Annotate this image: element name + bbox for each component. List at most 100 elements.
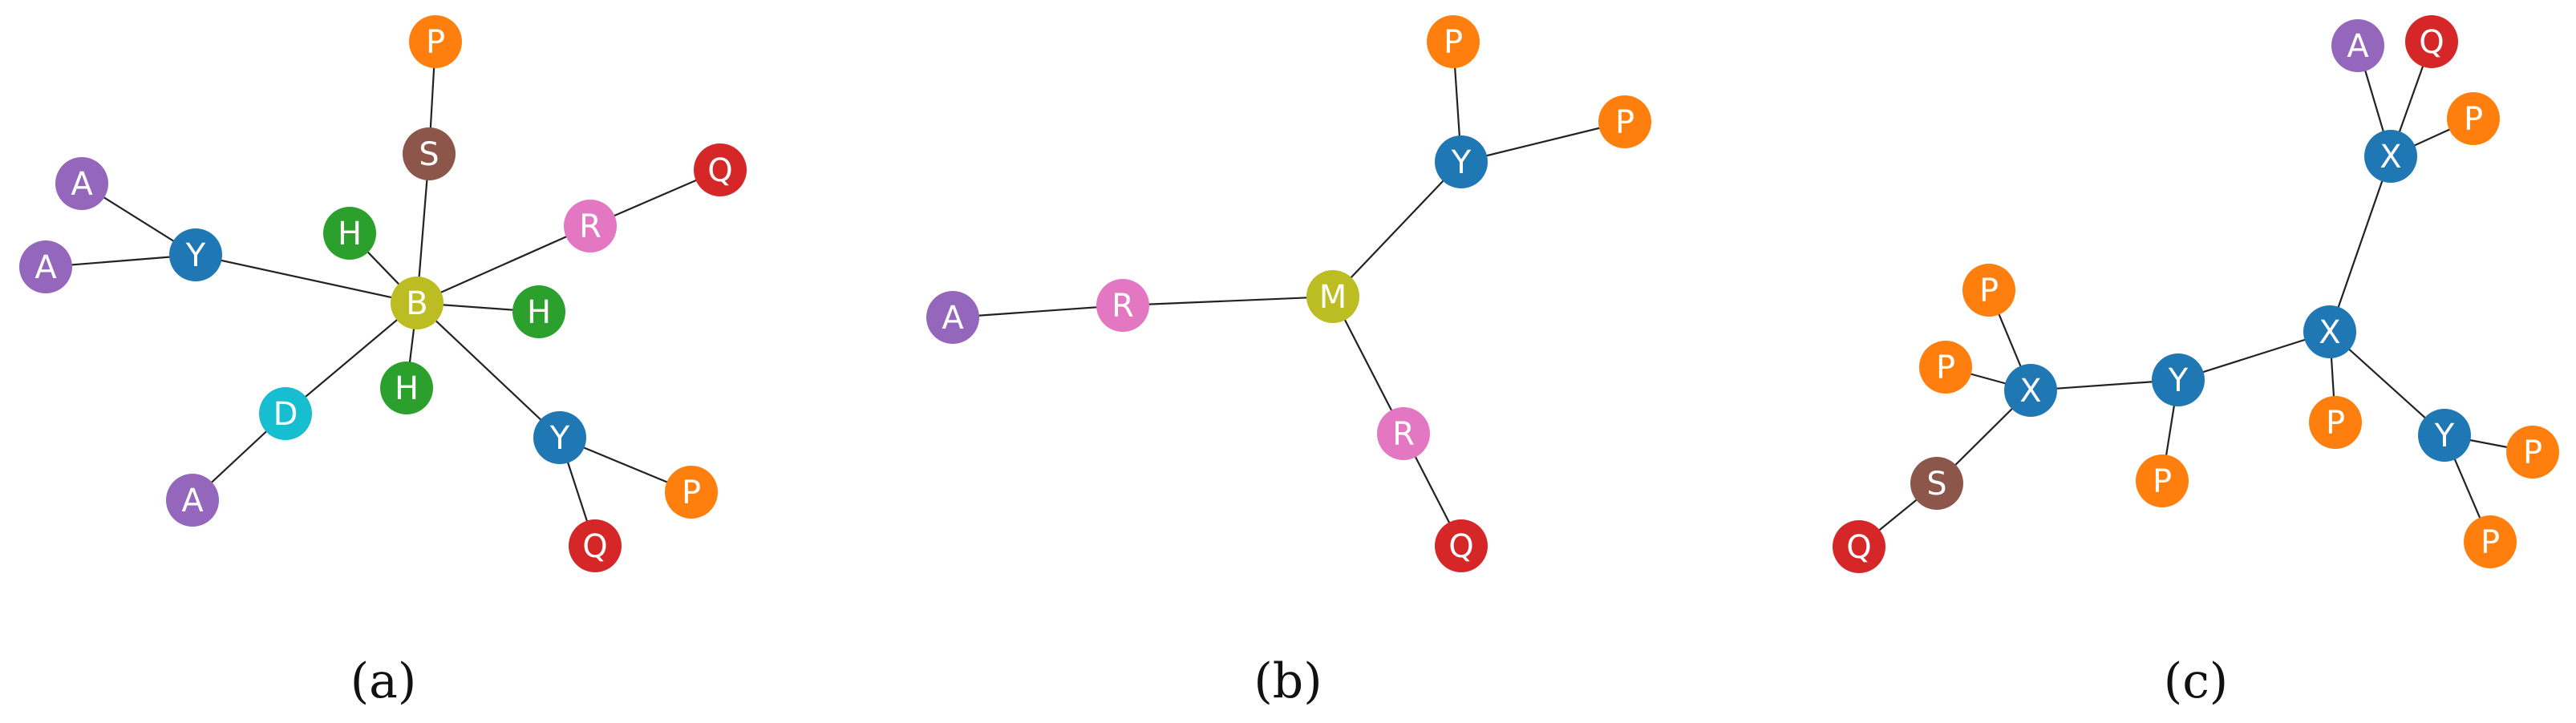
edge-a_B-a_Y1 [195, 253, 418, 305]
node-label: Y [185, 237, 206, 274]
edge-b_Y-b_P2 [1460, 120, 1626, 164]
node-label: D [273, 396, 298, 433]
node-circle [694, 143, 747, 196]
node-label: P [2153, 463, 2172, 500]
panel-b-nodes: A R M Y P P R Q [926, 15, 1651, 572]
node-b_R2: R [1377, 407, 1430, 460]
node-circle [2418, 409, 2471, 462]
node-label: Y [1451, 144, 1472, 181]
panel-b: A R M Y P P R Q (b) [926, 15, 1651, 709]
node-c_X1: X [2004, 364, 2057, 417]
node-b_A: A [926, 291, 979, 344]
node-b_R1: R [1096, 279, 1149, 332]
node-circle [1910, 457, 1963, 510]
node-label: H [527, 294, 551, 331]
node-c_P4: P [2309, 396, 2362, 449]
node-label: Q [1846, 529, 1871, 566]
node-label: A [71, 166, 93, 203]
node-circle [380, 362, 433, 414]
node-circle [403, 127, 456, 180]
node-a_H1: H [323, 207, 376, 260]
node-label: A [942, 300, 964, 337]
node-a_Y2: Y [533, 411, 586, 464]
node-c_S: S [1910, 457, 1963, 510]
node-label: A [34, 249, 57, 286]
node-a_A3: A [166, 474, 219, 527]
node-circle [166, 474, 219, 527]
node-label: P [1936, 349, 1955, 386]
node-circle [2152, 353, 2205, 406]
node-c_Y2: Y [2418, 409, 2471, 462]
node-circle [2004, 364, 2057, 417]
node-label: P [2481, 524, 2500, 561]
node-label: H [338, 216, 362, 252]
node-label: S [1926, 466, 1946, 503]
node-a_H2: H [512, 285, 565, 338]
node-b_M: M [1306, 270, 1359, 323]
node-a_B: B [391, 277, 444, 329]
node-label: Y [2168, 362, 2189, 399]
node-circle [2506, 426, 2559, 479]
node-label: Q [1448, 528, 1473, 565]
node-label: S [419, 136, 439, 173]
node-circle [2464, 515, 2517, 568]
node-circle [512, 285, 565, 338]
node-label: P [682, 475, 701, 511]
node-label: P [426, 24, 445, 61]
node-label: Y [549, 420, 570, 457]
panel-a-edges [45, 41, 721, 547]
panel-a-nodes: B S P R Q H H H Y A A D A Y P Q [19, 15, 747, 572]
edge-b_M-b_Y [1332, 161, 1462, 297]
node-label: P [1615, 104, 1634, 141]
node-a_P1: P [409, 15, 462, 68]
node-label: Q [2419, 24, 2444, 61]
node-label: A [2347, 28, 2369, 65]
node-a_P2: P [665, 466, 718, 519]
node-circle [2309, 396, 2362, 449]
node-circle [2364, 130, 2417, 183]
node-circle [1096, 279, 1149, 332]
node-circle [926, 291, 979, 344]
edge-a_B-a_D [285, 302, 418, 414]
node-label: Q [582, 528, 607, 565]
node-a_D: D [259, 387, 312, 440]
node-circle [564, 200, 617, 252]
node-a_Y1: Y [169, 228, 222, 281]
node-label: P [1979, 273, 1999, 309]
node-label: H [395, 370, 419, 407]
node-label: Y [2434, 418, 2455, 454]
node-a_S: S [403, 127, 456, 180]
node-circle [1962, 264, 2015, 317]
node-circle [1598, 95, 1651, 148]
node-label: Q [707, 152, 732, 189]
panel-a-caption: (a) [350, 653, 417, 709]
node-label: R [1112, 288, 1134, 325]
node-circle [323, 207, 376, 260]
node-circle [2136, 454, 2189, 507]
node-c_P5: P [2447, 92, 2500, 145]
node-c_P2: P [1919, 341, 1972, 394]
node-circle [1833, 520, 1885, 573]
edge-b_A-b_R1 [952, 304, 1124, 319]
node-c_A: A [2331, 19, 2384, 72]
node-circle [1306, 270, 1359, 323]
edge-a_B-a_Y2 [416, 302, 561, 438]
node-b_Q: Q [1435, 519, 1488, 572]
node-c_X2: X [2303, 305, 2356, 358]
node-circle [1427, 15, 1480, 68]
node-a_H3: H [380, 362, 433, 414]
node-label: B [406, 285, 427, 322]
node-circle [55, 157, 108, 210]
edge-c_Y1-c_X2 [2177, 330, 2331, 382]
node-label: P [2523, 434, 2542, 471]
node-label: P [2464, 101, 2483, 138]
node-label: R [579, 208, 601, 245]
node-a_Q2: Q [569, 519, 622, 572]
node-b_P1: P [1427, 15, 1480, 68]
panel-c-caption: (c) [2164, 653, 2228, 709]
panel-b-caption: (b) [1254, 653, 1322, 709]
node-circle [665, 466, 718, 519]
node-c_P3: P [2136, 454, 2189, 507]
